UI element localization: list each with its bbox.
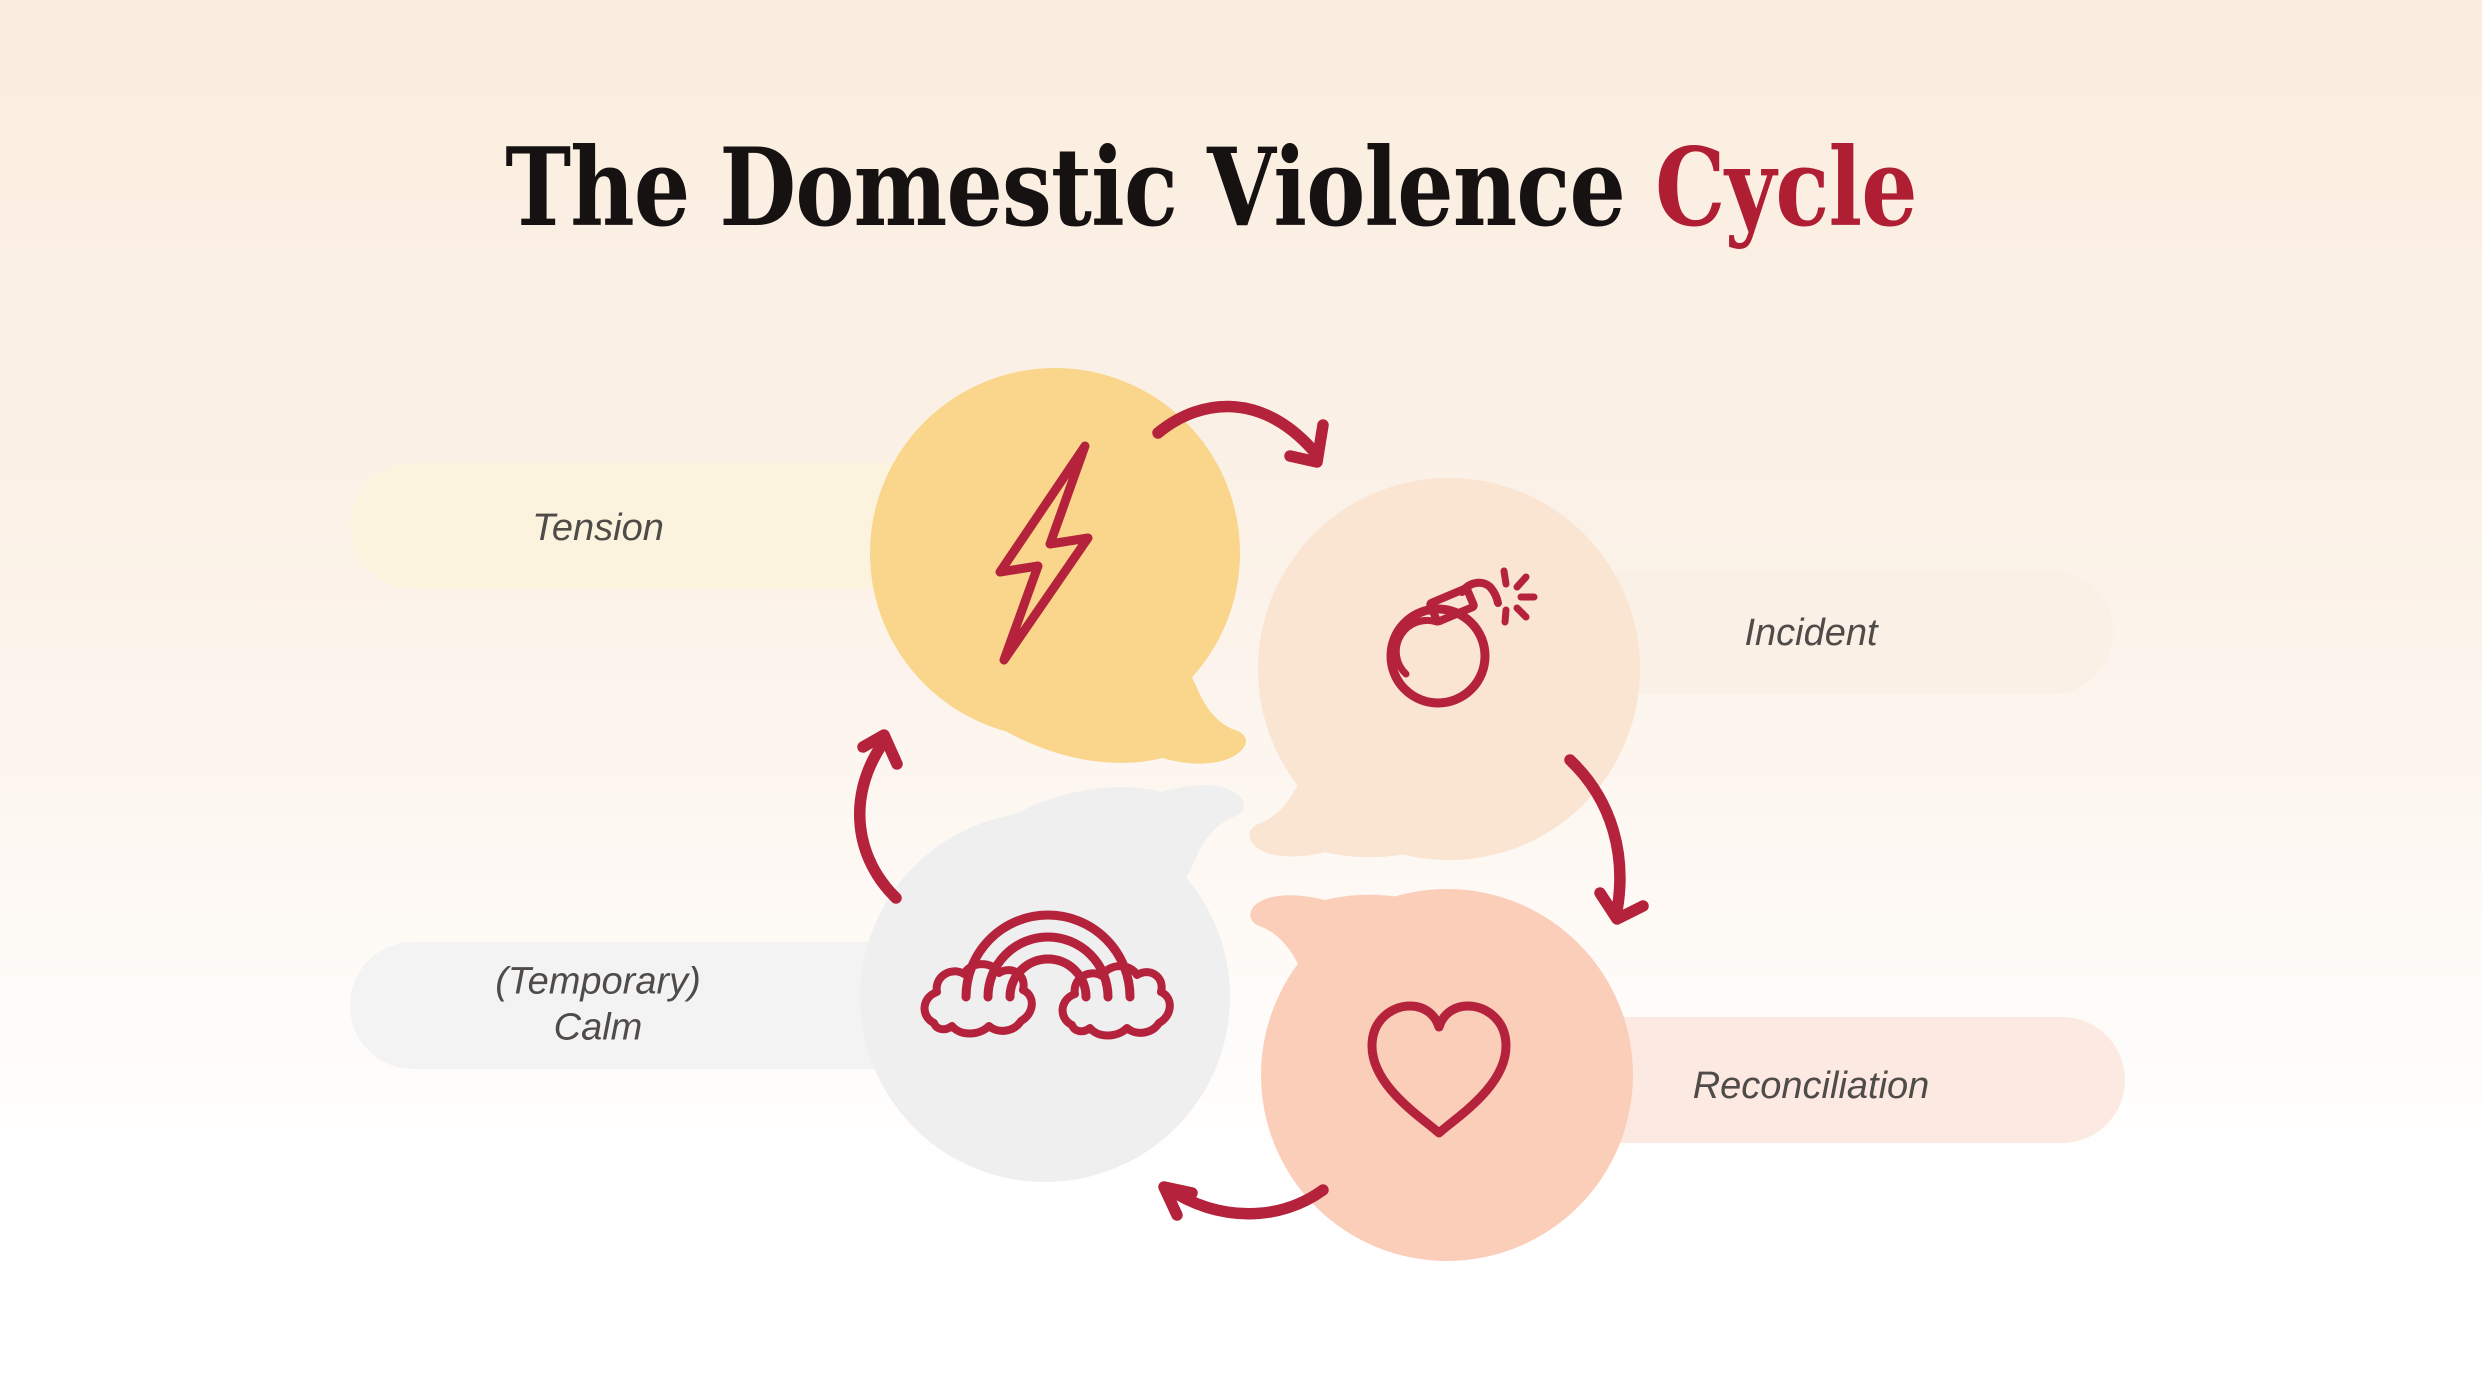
reconciliation-label: Reconciliation — [1693, 1063, 1930, 1109]
tension-bubble-circle — [870, 368, 1240, 738]
tension-label: Tension — [532, 505, 664, 551]
heart-outline — [1367, 1001, 1511, 1138]
arrowhead-icon — [1158, 1181, 1198, 1221]
cycle-arrows — [853, 400, 1649, 1221]
arrow-incident-to-reconciliation — [1564, 754, 1649, 925]
calm-bubble-tail — [1000, 785, 1244, 908]
incident-label-line: Incident — [1744, 611, 1878, 654]
arrowhead-icon — [1284, 419, 1329, 468]
tension-bubble-tail — [1000, 640, 1246, 764]
cloud-left — [920, 960, 1036, 1038]
tension-bubble — [870, 368, 1246, 764]
reconciliation-bubble-tail — [1250, 894, 1490, 1018]
lightning-bolt-outline — [995, 441, 1093, 665]
page-title: The Domestic Violence Cycle — [193, 134, 2228, 242]
cloud-right — [1058, 962, 1174, 1040]
calm-label-line1: (Temporary) — [495, 960, 701, 1003]
arrow-calm-to-tension — [853, 729, 903, 904]
bomb-icon — [1386, 567, 1538, 708]
reconciliation-bubble — [1250, 889, 1633, 1261]
reconciliation-label-line: Reconciliation — [1692, 1064, 1930, 1107]
incident-label: Incident — [1744, 610, 1877, 656]
bomb-cap — [1426, 584, 1478, 626]
calm-label-line2: Calm — [553, 1007, 643, 1049]
calm-bubble — [860, 785, 1244, 1182]
bomb-ball — [1386, 604, 1490, 708]
bomb-spark — [1500, 567, 1538, 626]
rainbow-arc-outer — [961, 910, 1135, 1002]
arrowhead-icon — [857, 729, 903, 770]
rainbow-clouds-icon — [920, 910, 1174, 1040]
calm-bubble-circle — [860, 812, 1230, 1182]
heart-icon — [1367, 1001, 1511, 1138]
calm-label: (Temporary) Calm — [495, 959, 701, 1052]
bomb-highlight — [1392, 616, 1441, 678]
incident-bubble-tail — [1249, 732, 1490, 858]
tension-label-line: Tension — [532, 506, 664, 549]
lightning-bolt-icon — [995, 441, 1093, 665]
arrow-tension-to-incident — [1152, 400, 1329, 468]
arrowhead-icon — [1594, 887, 1649, 925]
incident-bubble — [1249, 478, 1640, 860]
bomb-fuse — [1458, 578, 1502, 607]
arrow-reconciliation-to-calm — [1158, 1181, 1329, 1221]
title-main: The Domestic Violence — [505, 125, 1656, 251]
title-highlight: Cycle — [1655, 125, 1918, 251]
